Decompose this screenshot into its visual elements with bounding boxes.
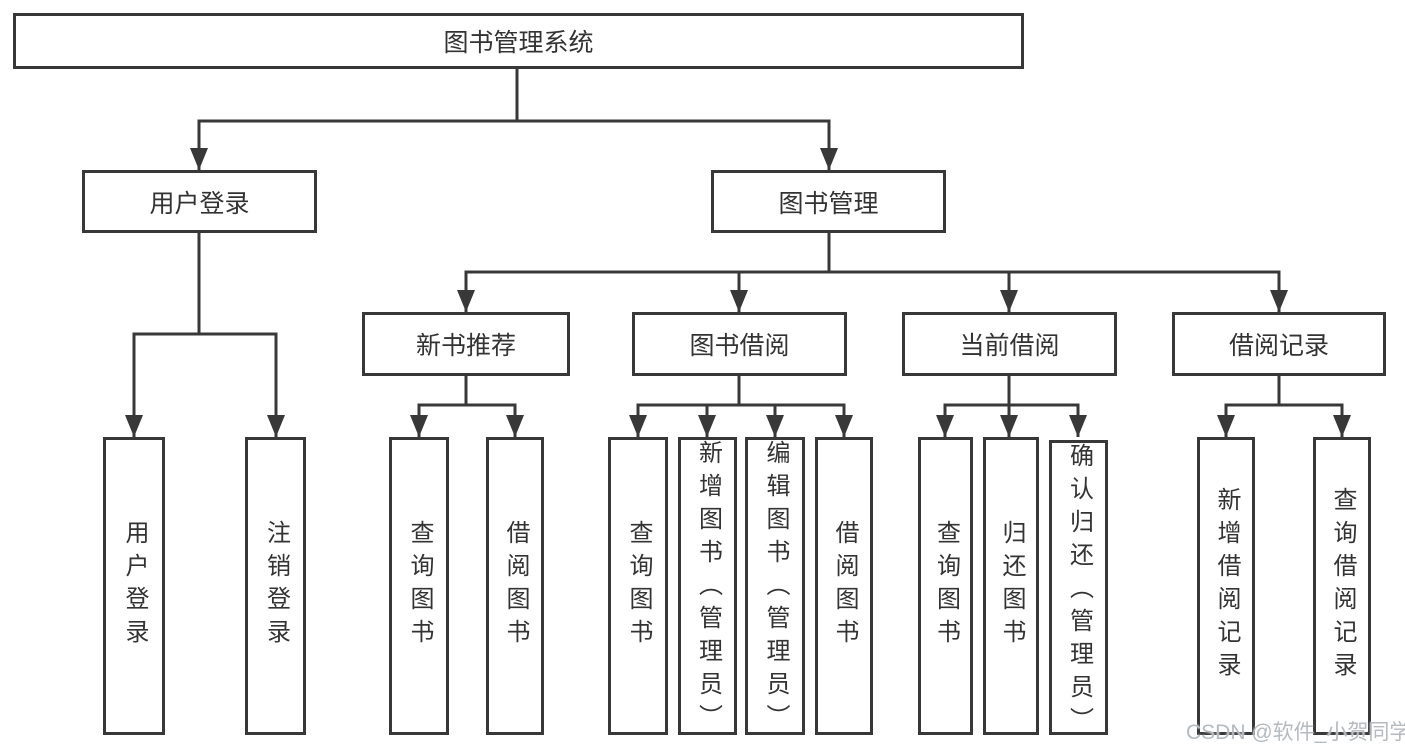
node-book-management-label: 图书管理 (778, 189, 879, 218)
node-leaf-newbook-query-label: 查询图书 (406, 520, 433, 652)
node-leaf-user-login: 用户登录 (103, 437, 165, 735)
arrowhead-icon (698, 415, 716, 437)
arrowhead-icon (190, 148, 208, 170)
arrowhead-icon (1333, 415, 1351, 437)
node-borrowing-records: 借阅记录 (1172, 312, 1386, 376)
node-book-borrowing: 图书借阅 (632, 312, 847, 376)
node-user-login: 用户登录 (82, 170, 317, 233)
node-leaf-newbook-query: 查询图书 (389, 437, 449, 735)
node-leaf-logout-label: 注销登录 (262, 520, 290, 652)
arrowhead-icon (1270, 290, 1288, 312)
node-current-borrowing: 当前借阅 (902, 312, 1117, 376)
node-leaf-newbook-borrow: 借阅图书 (486, 437, 544, 735)
arrowhead-icon (820, 148, 838, 170)
node-borrowing-records-label: 借阅记录 (1228, 332, 1329, 360)
node-leaf-borrow-borrow-label: 借阅图书 (831, 520, 858, 652)
node-leaf-borrow-query: 查询图书 (608, 437, 668, 735)
node-leaf-record-add: 新增借阅记录 (1197, 437, 1255, 735)
arrowhead-icon (267, 415, 285, 437)
node-leaf-current-confirm-label: 确认归还（管理员） (1065, 443, 1093, 740)
node-book-management: 图书管理 (711, 170, 946, 233)
node-root-label: 图书管理系统 (443, 29, 594, 57)
arrowhead-icon (457, 290, 475, 312)
node-book-borrowing-label: 图书借阅 (689, 332, 790, 360)
node-leaf-current-query-label: 查询图书 (932, 520, 960, 652)
connector-line (464, 233, 1281, 312)
node-leaf-borrow-edit: 编辑图书（管理员） (745, 437, 805, 737)
watermark-text: CSDN @软件_小贺同学 (1186, 721, 1405, 744)
node-leaf-user-login-label: 用户登录 (121, 520, 148, 652)
arrowhead-icon (506, 415, 524, 437)
node-user-login-label: 用户登录 (149, 189, 250, 218)
connector-line (417, 376, 517, 437)
arrowhead-icon (125, 415, 143, 437)
arrowhead-icon (766, 415, 784, 437)
node-new-book-recommend: 新书推荐 (362, 312, 570, 376)
node-leaf-current-return-label: 归还图书 (998, 520, 1025, 652)
node-leaf-borrow-query-label: 查询图书 (625, 520, 652, 652)
node-leaf-newbook-borrow-label: 借阅图书 (502, 520, 529, 652)
node-leaf-logout: 注销登录 (245, 437, 306, 735)
arrowhead-icon (410, 415, 428, 437)
node-leaf-record-add-label: 新增借阅记录 (1213, 487, 1240, 685)
node-new-book-recommend-label: 新书推荐 (415, 332, 516, 360)
node-leaf-record-query: 查询借阅记录 (1313, 437, 1371, 735)
arrowheads (125, 148, 1351, 437)
node-leaf-borrow-borrow: 借阅图书 (815, 437, 873, 735)
arrowhead-icon (629, 415, 647, 437)
arrowhead-icon (936, 415, 954, 437)
node-leaf-current-confirm: 确认归还（管理员） (1049, 440, 1108, 740)
arrowhead-icon (835, 415, 853, 437)
node-current-borrowing-label: 当前借阅 (959, 332, 1060, 360)
node-root: 图书管理系统 (13, 13, 1024, 69)
connector-line (636, 376, 846, 437)
arrowhead-icon (730, 290, 748, 312)
arrowhead-icon (1069, 415, 1087, 437)
connector-line (197, 69, 831, 170)
node-leaf-current-return: 归还图书 (983, 437, 1039, 735)
node-leaf-record-query-label: 查询借阅记录 (1329, 487, 1356, 685)
connector-line (1224, 376, 1344, 437)
arrowhead-icon (1217, 415, 1235, 437)
arrowhead-icon (1000, 290, 1018, 312)
node-leaf-borrow-add-label: 新增图书（管理员） (694, 440, 722, 737)
arrowhead-icon (1000, 415, 1018, 437)
node-leaf-borrow-edit-label: 编辑图书（管理员） (762, 440, 789, 737)
node-leaf-current-query: 查询图书 (918, 437, 973, 735)
node-leaf-borrow-add: 新增图书（管理员） (678, 437, 737, 737)
connector-line (132, 233, 278, 437)
